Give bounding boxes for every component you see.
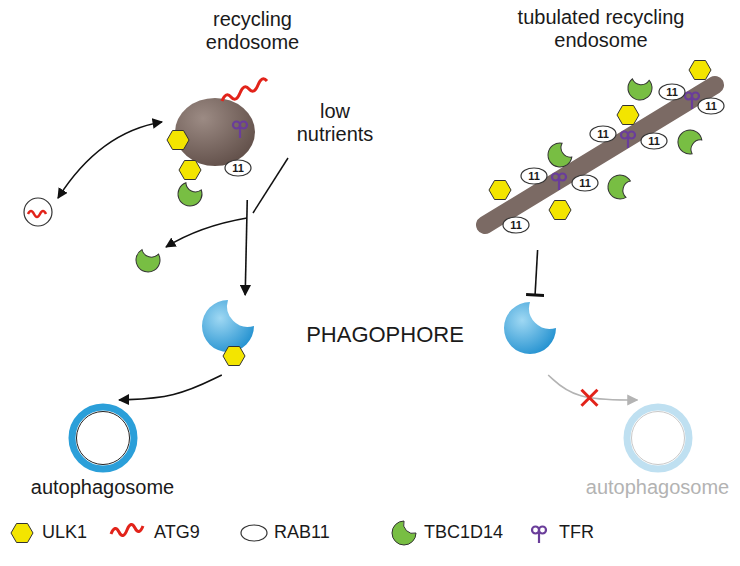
- rab11-number: 11: [510, 220, 522, 231]
- ulk1-symbol: [223, 347, 245, 366]
- rab11-number: 11: [597, 129, 609, 140]
- legend-label: TFR: [559, 522, 594, 543]
- legend-swatch: [8, 518, 36, 546]
- node-label: tubulated recycling endosome: [486, 6, 716, 52]
- autophagosome-symbol: [65, 400, 141, 476]
- tfr-symbol: [233, 122, 247, 139]
- node-label: autophagosome: [25, 476, 180, 499]
- phagophore-symbol: [202, 300, 254, 352]
- atg9-symbol: [111, 524, 143, 535]
- leader-line: [253, 158, 288, 213]
- tbc1d14-symbol: [132, 244, 165, 277]
- ulk1-symbol: [617, 106, 639, 125]
- autophagosome-node: autophagosome: [580, 400, 735, 499]
- legend-label: TBC1D14: [424, 522, 503, 543]
- legend-swatch: [108, 518, 148, 546]
- autophagosome-membrane: [631, 412, 684, 465]
- inhibition-line: [535, 250, 538, 295]
- node-label: recycling endosome: [188, 8, 318, 54]
- vesicle: [24, 198, 52, 226]
- legend-item: TFR: [525, 518, 594, 546]
- rab11-number: 11: [705, 101, 717, 112]
- autophagosome-ring: [72, 407, 134, 469]
- legend-item: ATG9: [108, 518, 200, 546]
- autophagosome-node: autophagosome: [25, 400, 180, 499]
- tbc1d14-symbol: [604, 171, 637, 204]
- tfr-symbol: [532, 527, 546, 544]
- rab11-number: 11: [579, 178, 591, 189]
- tbc1d14-symbol: [546, 141, 574, 169]
- atg9-symbol: [28, 211, 46, 217]
- atg9-symbol: [222, 79, 267, 101]
- legend-label: ATG9: [154, 522, 200, 543]
- autophagosome-ring: [627, 407, 689, 469]
- node-label: PHAGOPHORE: [306, 322, 464, 347]
- ulk1-symbol: [549, 201, 571, 220]
- legend-swatch: [240, 518, 268, 546]
- rab11-number: 11: [232, 163, 244, 174]
- tfr-symbol: [621, 132, 635, 149]
- gcres-symbol: [392, 521, 416, 545]
- rab11-symbol: [572, 175, 598, 191]
- tbc1d14-symbol: [676, 128, 704, 156]
- rab11-symbol: [521, 168, 547, 184]
- phagophore-group: PHAGOPHORE: [180, 295, 590, 375]
- rab11-symbol: [698, 98, 724, 114]
- rab11-symbol: [659, 84, 685, 100]
- autophagosome-symbol: [620, 400, 696, 476]
- legend-item: TBC1D14: [390, 518, 503, 546]
- tfr-symbol: [685, 93, 699, 110]
- ulk1-symbol: [167, 131, 189, 150]
- ulk1-symbol: [689, 61, 711, 80]
- ulk1-symbol: [179, 161, 201, 180]
- rab11-symbol: [641, 133, 667, 149]
- flow-arrow: [119, 375, 222, 400]
- rab11-number: 11: [648, 136, 660, 147]
- rab11-symbol: [503, 217, 529, 233]
- autophagosome-membrane: [76, 412, 129, 465]
- node-label: autophagosome: [580, 476, 735, 499]
- exchange-arrow: [58, 122, 162, 198]
- rab-symbol: [241, 525, 267, 541]
- tubule: [485, 85, 715, 225]
- legend-item: RAB11: [240, 518, 330, 546]
- rab11-number: 11: [666, 87, 678, 98]
- legend-label: ULK1: [42, 522, 87, 543]
- rab11-symbol: [225, 160, 251, 176]
- tbc1d14-symbol: [175, 179, 206, 210]
- rab11-symbol: [590, 126, 616, 142]
- phagophore-symbol: [504, 302, 556, 354]
- ulk1-symbol: [489, 181, 511, 200]
- legend-swatch: [525, 518, 553, 546]
- legend-item: ULK1: [8, 518, 87, 546]
- block-cross: [581, 390, 597, 406]
- tbc1d14-symbol: [623, 71, 657, 105]
- release-arrow: [166, 218, 247, 247]
- legend-label: RAB11: [274, 522, 330, 543]
- legend-swatch: [390, 518, 418, 546]
- endosome-group: recycling endosome: [165, 8, 340, 200]
- tfr-symbol: [552, 174, 566, 191]
- rab11-number: 11: [528, 171, 540, 182]
- flow-arrow: [245, 200, 247, 295]
- hex-symbol: [11, 524, 33, 543]
- condition-label: low nutrients: [280, 100, 390, 146]
- endosome: [175, 98, 255, 166]
